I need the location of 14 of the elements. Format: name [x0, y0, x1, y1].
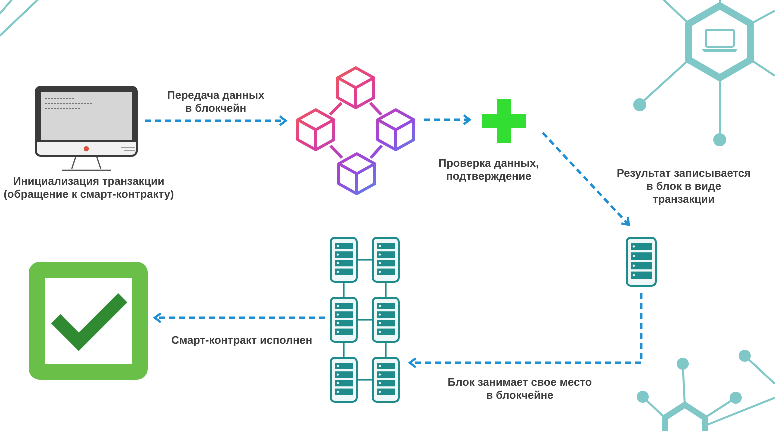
dashed-arrow: [424, 114, 472, 126]
node-label: Инициализация транзакции (обращение к смарт-контракту): [2, 176, 176, 202]
plus-sign-icon: [482, 99, 526, 143]
dashed-arrow: [154, 312, 325, 324]
checkmark-square-icon: [29, 262, 148, 380]
dashed-arrow: [145, 115, 288, 127]
dashed-arrow: [408, 293, 643, 369]
dashed-arrow: [542, 132, 630, 226]
server-cluster-illustration: [330, 237, 400, 403]
node-label: Результат записывается в блок в виде транзакции: [616, 168, 752, 207]
computer-monitor-illustration: [35, 86, 138, 172]
blockchain-cubes-illustration: [296, 66, 416, 197]
server-icon: [626, 237, 657, 287]
node-label: Проверка данных, подтверждение: [438, 158, 540, 184]
